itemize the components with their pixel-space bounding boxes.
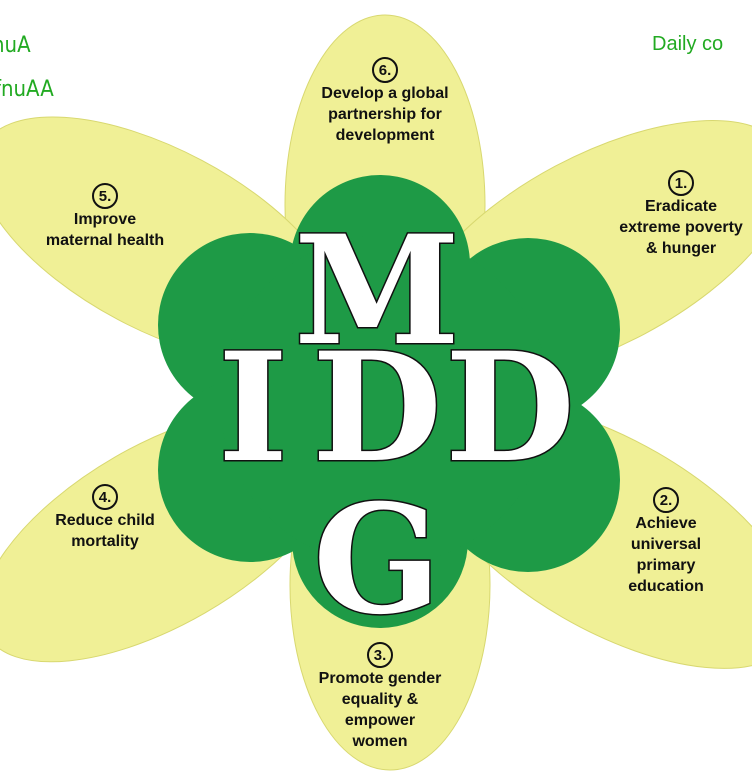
goal-2-line3: primary: [636, 557, 696, 574]
goal-6-label: 6. Develop a global partnership for deve…: [290, 57, 480, 146]
goal-6-line2: partnership for: [328, 106, 442, 123]
goal-1-line2: extreme poverty: [619, 219, 743, 236]
goal-1-label: 1. Eradicate extreme poverty & hunger: [596, 170, 752, 259]
goal-4-line1: Reduce child: [55, 512, 155, 529]
goal-6-number: 6.: [372, 57, 398, 83]
goal-1-line3: & hunger: [645, 240, 717, 257]
letter-d-second: D: [445, 320, 575, 496]
center-letters: M I D D G: [216, 202, 576, 650]
goal-3-line2: equality &: [341, 691, 419, 708]
header-right-text: Daily co: [652, 33, 724, 55]
goal-2-line2: universal: [630, 536, 702, 553]
goal-2-label: 2. Achieve universal primary education: [606, 487, 726, 597]
goal-5-number: 5.: [92, 183, 118, 209]
goal-1-line1: Eradicate: [644, 198, 718, 215]
goal-2-line4: education: [628, 578, 704, 595]
center-core: [220, 235, 550, 565]
center-blob: [158, 175, 620, 628]
goal-3-line1: Promote gender: [318, 670, 442, 687]
goal-4-label: 4. Reduce child mortality: [20, 484, 190, 552]
header-left-line1: nuA: [0, 33, 31, 58]
goal-3-line4: women: [352, 733, 408, 750]
goal-3-label: 3. Promote gender equality & empower wom…: [290, 642, 470, 752]
goal-5-line1: Improve: [73, 211, 137, 228]
goal-5-line2: maternal health: [45, 232, 165, 249]
goal-3-line3: empower: [344, 712, 416, 729]
letter-g: G: [313, 472, 441, 648]
goal-3-number: 3.: [367, 642, 393, 668]
header-left-line2: fnuAA: [0, 77, 54, 102]
letter-d-first: D: [312, 320, 442, 496]
goal-2-number: 2.: [653, 487, 679, 513]
goal-5-label: 5. Improve maternal health: [20, 183, 190, 251]
goal-6-line3: development: [335, 127, 435, 144]
goal-2-line1: Achieve: [635, 515, 697, 532]
goal-1-number: 1.: [668, 170, 694, 196]
goal-6-line1: Develop a global: [321, 85, 449, 102]
letter-i: I: [218, 320, 288, 496]
goal-4-line2: mortality: [71, 533, 139, 550]
goal-4-number: 4.: [92, 484, 118, 510]
letter-m: M: [294, 203, 460, 379]
